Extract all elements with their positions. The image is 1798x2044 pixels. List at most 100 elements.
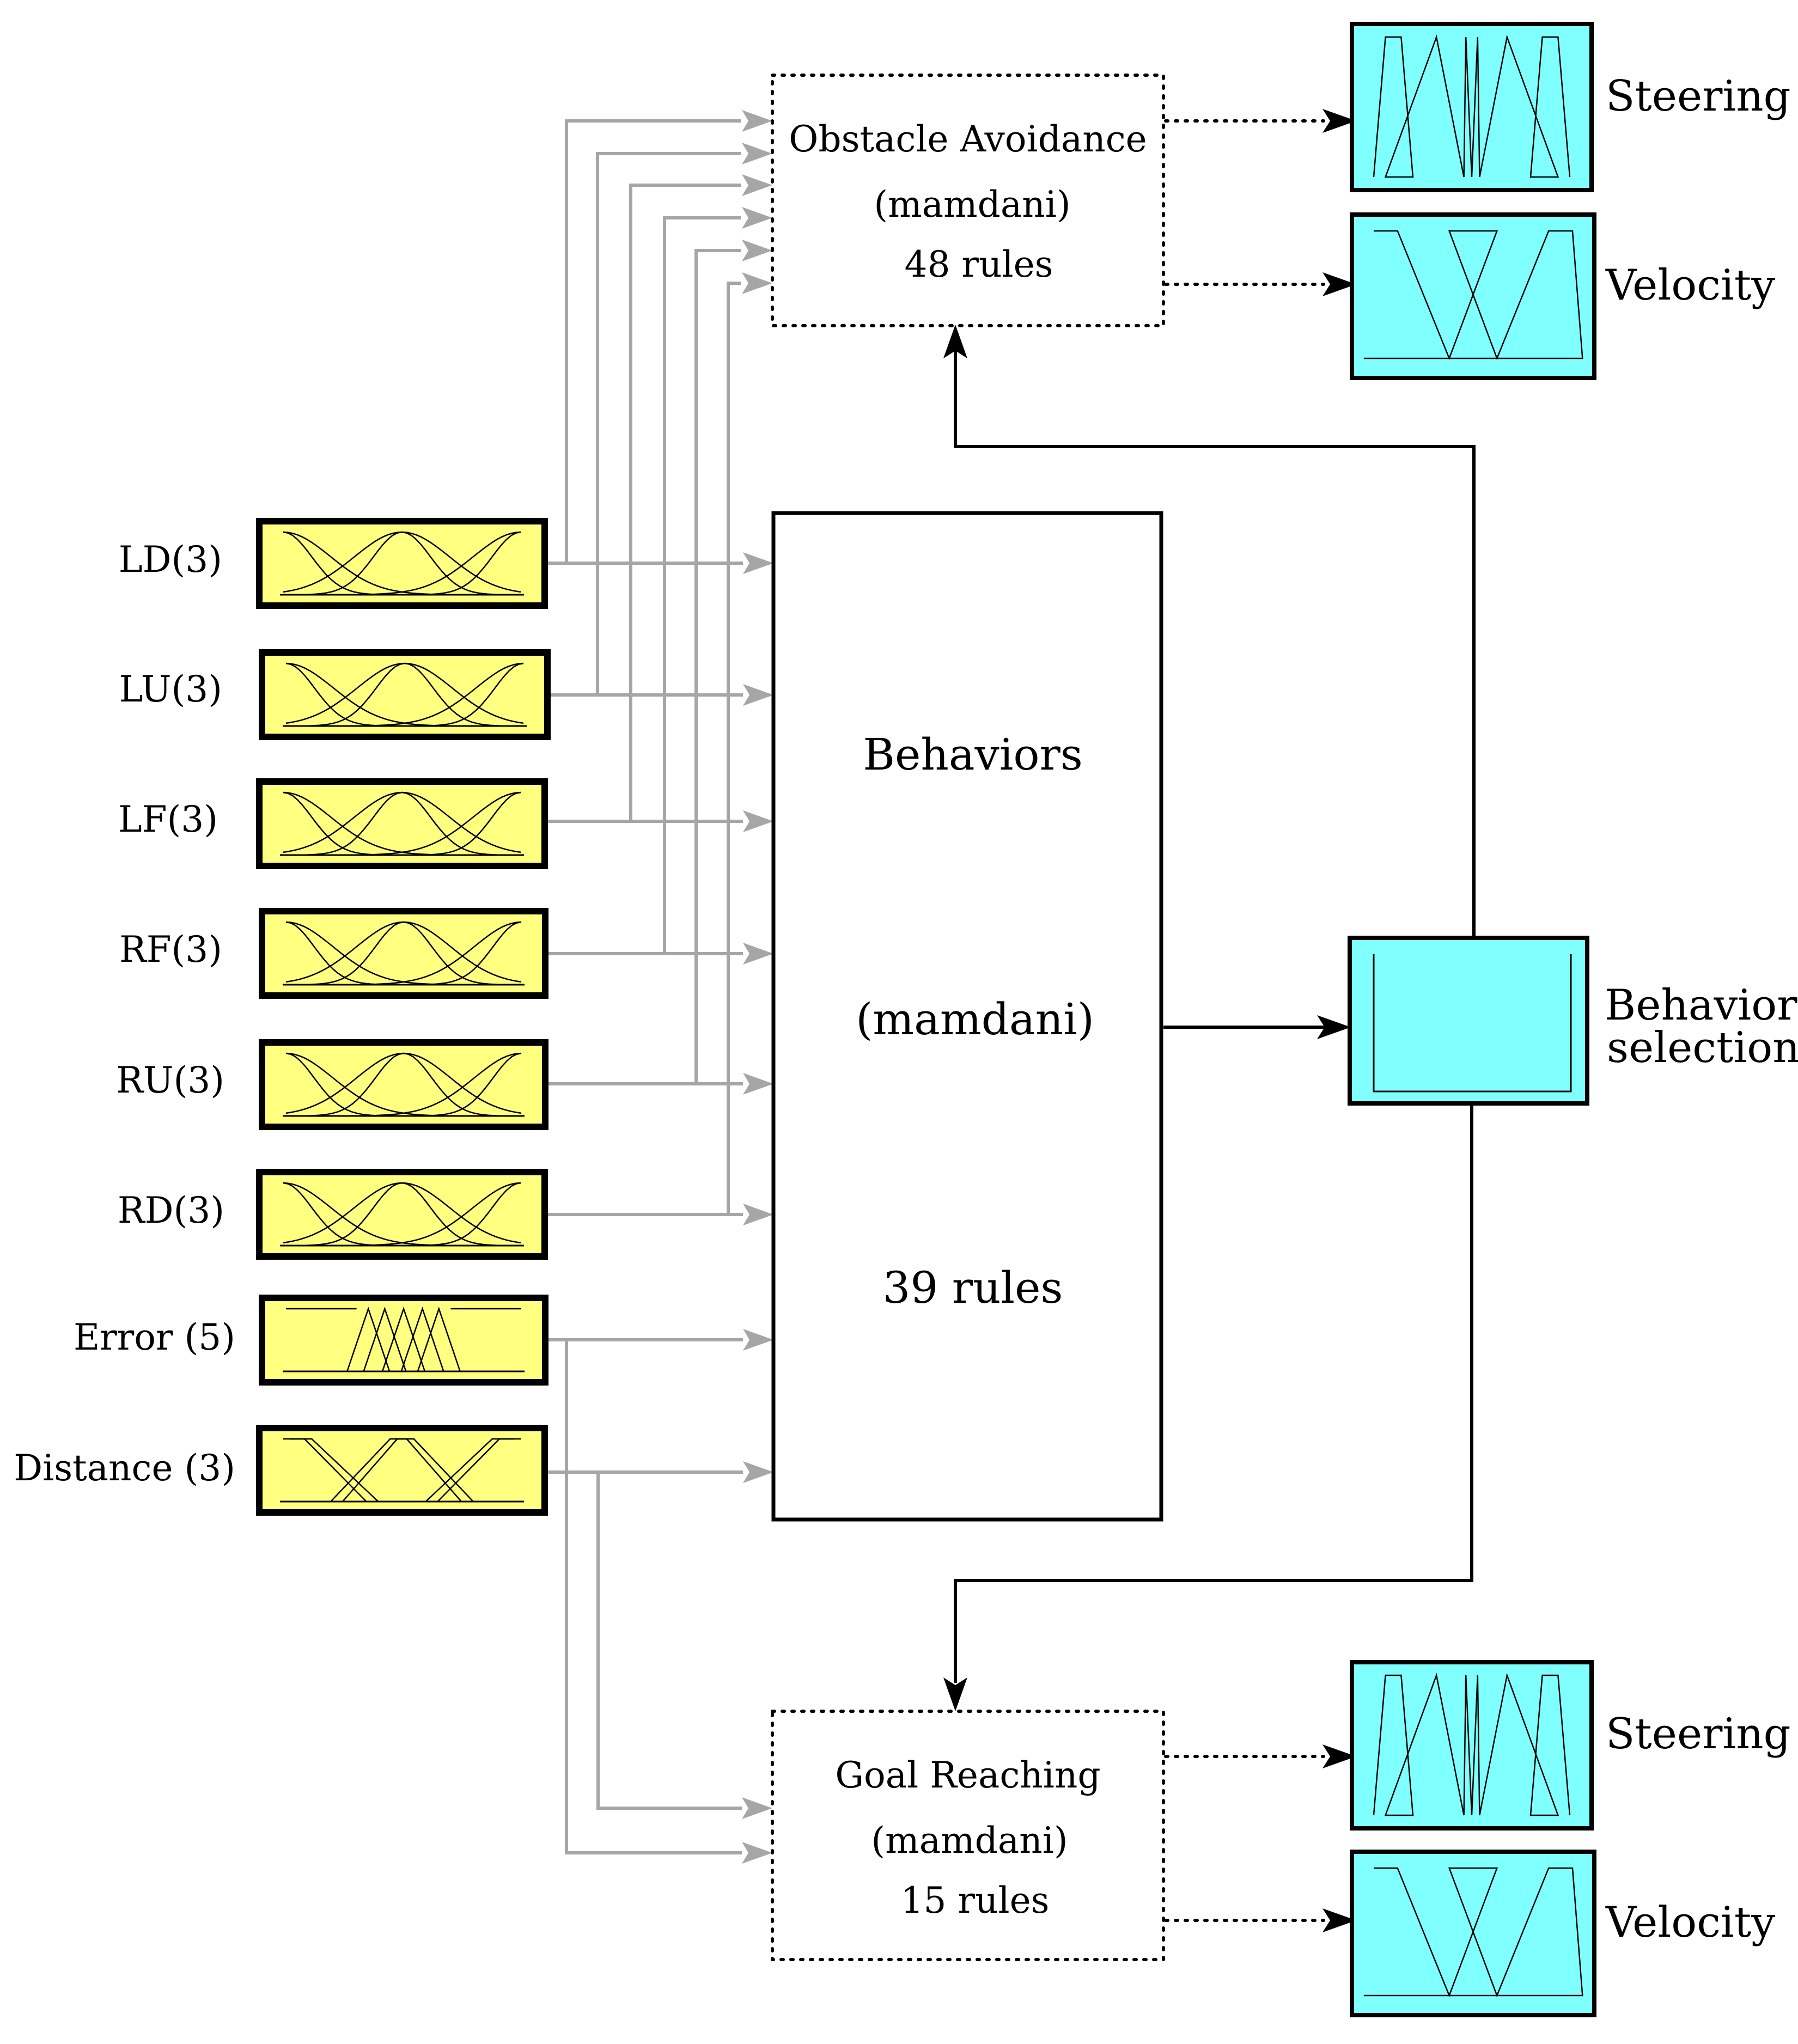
mf-curve bbox=[286, 662, 524, 727]
behaviors-rules: 39 rules bbox=[883, 1262, 1063, 1313]
input-box-frame bbox=[259, 1039, 548, 1130]
control-arrowheads bbox=[943, 325, 1351, 1711]
mf-curve bbox=[363, 1307, 407, 1372]
control-lines bbox=[954, 349, 1476, 1683]
input-box-2 bbox=[256, 778, 548, 869]
mf-curve bbox=[285, 662, 524, 724]
output-labels: Steering Velocity Steering Velocity bbox=[1605, 72, 1791, 1947]
oa-velocity-label: Velocity bbox=[1605, 261, 1775, 310]
mf-curve bbox=[342, 1438, 462, 1502]
gray-arrowhead-behaviors-6 bbox=[743, 1329, 773, 1351]
input-box-1 bbox=[259, 649, 551, 740]
input-connection-lines bbox=[545, 110, 773, 1864]
input-box-frame bbox=[259, 1295, 548, 1386]
input-box-5 bbox=[256, 1169, 548, 1260]
mf-curve bbox=[400, 1307, 444, 1372]
input-box-frame bbox=[256, 1169, 548, 1260]
gray-arrowhead-behaviors-3 bbox=[743, 943, 773, 965]
input-box-frame bbox=[259, 649, 551, 740]
arrowhead-gr-velocity bbox=[1322, 1908, 1356, 1932]
obstacle-avoidance-block: Obstacle Avoidance (mamdani) 48 rules bbox=[771, 74, 1165, 327]
mf-curve bbox=[417, 1307, 461, 1372]
goal-reaching-block: Goal Reaching (mamdani) 15 rules bbox=[771, 1710, 1165, 1961]
input-label-error: Error (5) bbox=[74, 1316, 235, 1358]
mf-curve bbox=[286, 1052, 522, 1117]
gray-arrowhead-behaviors-0 bbox=[743, 552, 773, 574]
behavior-selection-label-line2: selection bbox=[1607, 1023, 1798, 1072]
gray-line-to-obstacle-1 bbox=[545, 152, 741, 697]
mf-curve bbox=[437, 1438, 514, 1502]
gr-steering-mf-plot bbox=[1373, 1673, 1571, 1816]
goal-reaching-rules: 15 rules bbox=[900, 1880, 1049, 1921]
input-label-rf: RF(3) bbox=[119, 929, 222, 971]
gr-velocity-label: Velocity bbox=[1605, 1898, 1775, 1947]
input-label-lu: LU(3) bbox=[119, 668, 222, 710]
goal-reaching-title: Goal Reaching bbox=[835, 1754, 1100, 1796]
mf-curve bbox=[283, 791, 521, 853]
mf-curve bbox=[283, 531, 521, 593]
input-variables bbox=[256, 518, 551, 1516]
arrowhead-to-goal bbox=[943, 1677, 967, 1711]
output-arrows bbox=[1164, 119, 1325, 1922]
mf-curve bbox=[283, 1182, 521, 1247]
mf-curve bbox=[285, 1052, 522, 1114]
mf-curve bbox=[283, 531, 521, 596]
gray-arrowhead-obstacle-1 bbox=[742, 143, 772, 164]
input-box-0 bbox=[256, 518, 548, 609]
input-labels: LD(3) LU(3) LF(3) RF(3) RU(3) RD(3) Erro… bbox=[14, 539, 235, 1489]
gr-steering-label: Steering bbox=[1606, 1710, 1791, 1759]
gray-arrowhead-goal-error bbox=[742, 1842, 772, 1864]
output-arrowheads bbox=[1322, 109, 1356, 1932]
input-label-lf: LF(3) bbox=[118, 798, 218, 840]
oa-steering-mf-plot bbox=[1373, 34, 1571, 178]
goal-reaching-type: (mamdani) bbox=[871, 1820, 1068, 1862]
gray-line-to-obstacle-2 bbox=[545, 184, 741, 823]
oa-velocity-mf-plot bbox=[1363, 230, 1583, 361]
mf-curve bbox=[346, 1307, 391, 1372]
mf-curve bbox=[286, 921, 522, 986]
mf-curve bbox=[290, 1438, 367, 1502]
behavior-selection-label-line1: Behavior bbox=[1605, 981, 1797, 1030]
input-box-4 bbox=[259, 1039, 548, 1130]
input-box-frame bbox=[256, 518, 548, 609]
input-box-frame bbox=[256, 778, 548, 869]
behavior-selection-block: Behavior selection bbox=[1348, 936, 1798, 1106]
gray-arrowhead-obstacle-5 bbox=[742, 272, 772, 294]
goal-reaching-box bbox=[771, 1710, 1165, 1961]
selection-to-obstacle-line bbox=[954, 349, 1476, 938]
gray-line-to-obstacle-0 bbox=[545, 119, 741, 565]
oa-steering-label: Steering bbox=[1606, 72, 1791, 121]
input-label-ld: LD(3) bbox=[119, 539, 222, 581]
gray-arrowhead-obstacle-0 bbox=[742, 110, 772, 132]
obstacle-avoidance-type: (mamdani) bbox=[874, 184, 1070, 225]
gray-arrowhead-obstacle-4 bbox=[742, 240, 772, 261]
gray-arrowhead-goal-distance bbox=[742, 1797, 772, 1819]
gray-arrowhead-behaviors-1 bbox=[743, 684, 773, 706]
input-box-3 bbox=[259, 908, 548, 999]
gray-arrowhead-behaviors-5 bbox=[743, 1204, 773, 1225]
input-box-frame bbox=[256, 1425, 548, 1516]
behavior-selection-box bbox=[1348, 936, 1589, 1106]
gray-arrowhead-obstacle-3 bbox=[742, 207, 772, 229]
arrowhead-gr-steering bbox=[1322, 1744, 1356, 1768]
gray-line-to-obstacle-4 bbox=[545, 249, 741, 1085]
behavior-selection-mf-plot bbox=[1373, 954, 1572, 1093]
gray-line-error-to-goal bbox=[545, 1338, 742, 1854]
gray-line-distance-to-goal bbox=[545, 1471, 742, 1810]
gray-arrowhead-behaviors-7 bbox=[743, 1461, 773, 1483]
mf-curve bbox=[285, 921, 522, 983]
obstacle-avoidance-rules: 48 rules bbox=[904, 243, 1053, 285]
behaviors-type: (mamdani) bbox=[856, 994, 1094, 1045]
mf-curve bbox=[283, 1182, 521, 1244]
arrowhead-oa-velocity bbox=[1322, 272, 1356, 296]
input-label-rd: RD(3) bbox=[118, 1189, 224, 1231]
arrowhead-oa-steering bbox=[1322, 109, 1356, 133]
input-box-7 bbox=[256, 1425, 548, 1516]
obstacle-avoidance-box bbox=[771, 74, 1165, 327]
mf-curve bbox=[381, 1307, 426, 1372]
gray-arrowhead-behaviors-4 bbox=[743, 1073, 773, 1095]
input-box-frame bbox=[259, 908, 548, 999]
mf-curve bbox=[283, 791, 521, 856]
behaviors-box bbox=[771, 511, 1163, 1522]
